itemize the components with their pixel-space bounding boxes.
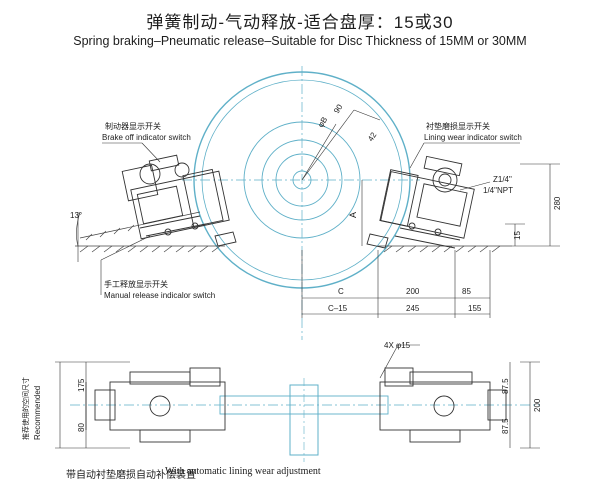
recommended-space-en: Recommended	[33, 386, 42, 440]
dim-155-label: 155	[468, 304, 482, 313]
dim-245-label: 245	[406, 304, 420, 313]
thread-label-1: Z1/4"	[493, 175, 512, 184]
title-chinese: 弹簧制动-气动释放-适合盘厚：15或30	[146, 13, 454, 32]
recommended-space-cn: 推荐使用的空间尺寸	[21, 377, 30, 440]
dim-175-label: 175	[77, 378, 86, 392]
dim-c-label: C	[338, 287, 344, 296]
dim-200-vertical-label: 200	[533, 398, 542, 412]
lining-wear-switch-en: Lining wear indicator switch	[424, 133, 522, 142]
dim-a-label: A	[348, 212, 358, 218]
left-caliper-front	[121, 154, 237, 247]
dimension-lines	[76, 109, 560, 318]
manual-release-switch-cn: 手工释放显示开关	[104, 279, 168, 289]
dim-80-label: 80	[77, 423, 86, 432]
brake-off-switch-cn: 制动器显示开关	[105, 121, 161, 131]
dim-90-label: 90	[332, 102, 345, 115]
thread-label-2: 1/4"NPT	[483, 186, 513, 195]
manual-release-switch-en: Manual release indicalor switch	[104, 291, 215, 300]
dim-42-label: 42	[366, 130, 379, 143]
plan-view	[55, 344, 540, 462]
dim-280-label: 280	[553, 196, 562, 210]
lining-wear-switch-cn: 衬垫磨损显示开关	[426, 121, 490, 131]
dim-85-label: 85	[462, 287, 471, 296]
footer-chinese: 带自动衬垫磨损自动补偿装置	[66, 470, 196, 481]
dim-15-label: 15	[513, 231, 522, 240]
dim-200-label: 200	[406, 287, 420, 296]
footer-english: With automatic lining wear adjustment	[165, 466, 321, 477]
title-english: Spring braking–Pneumatic release–Suitabl…	[73, 34, 527, 48]
right-caliper-front	[366, 155, 475, 249]
brake-off-switch-en: Brake off indicator switch	[102, 133, 191, 142]
angle-label: 13°	[70, 211, 82, 220]
dim-87-5-bottom-label: 87.5	[501, 418, 510, 434]
dim-87-5-top-label: 87.5	[501, 378, 510, 394]
dim-c15-label: C–15	[328, 304, 348, 313]
holes-label: 4X φ15	[384, 341, 411, 350]
diameter-b-label: φB	[316, 115, 329, 129]
